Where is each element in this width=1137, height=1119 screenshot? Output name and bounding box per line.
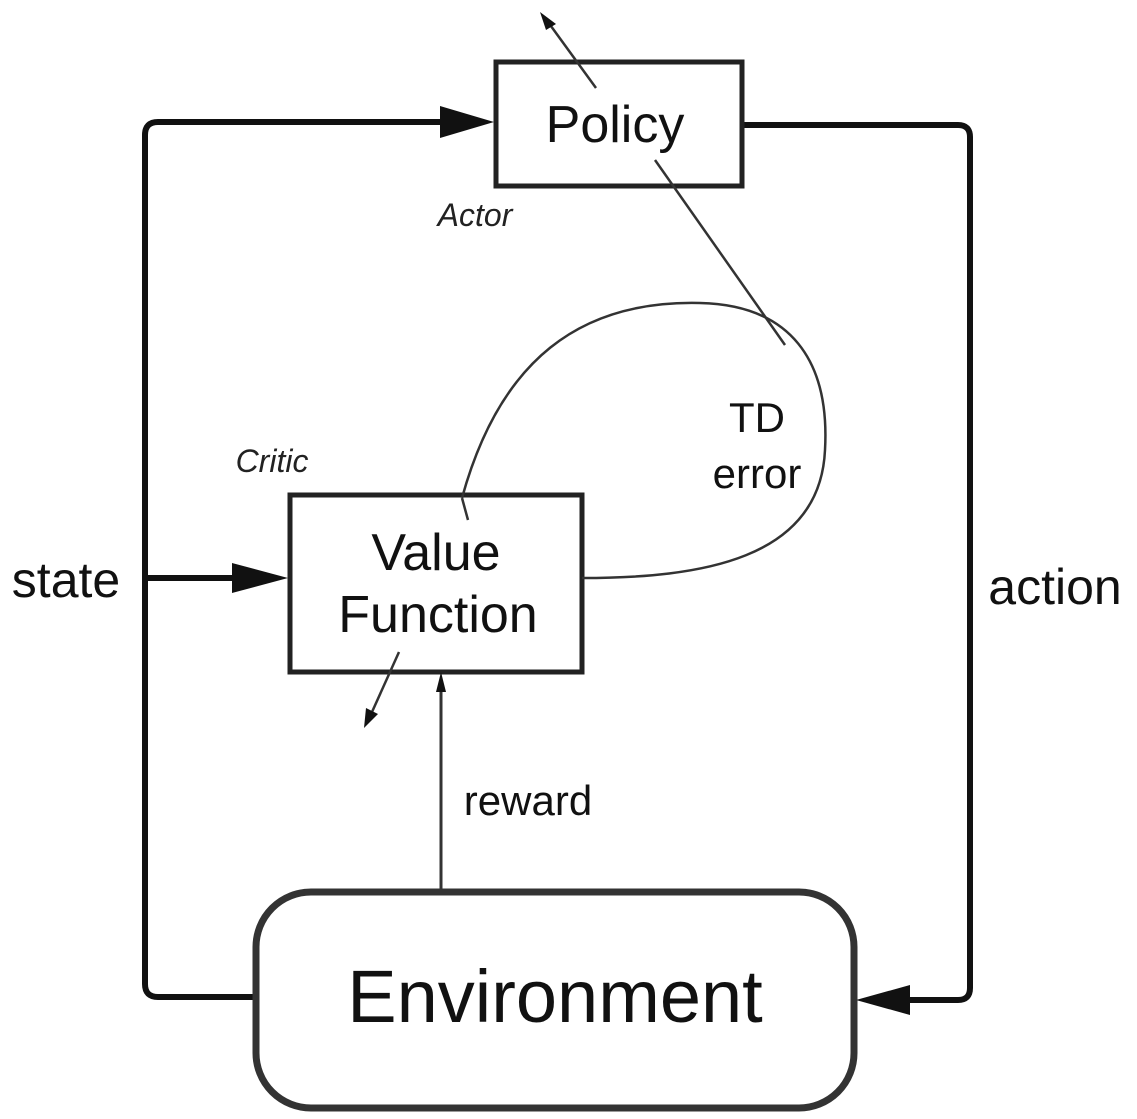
action-label: action — [988, 559, 1121, 615]
reward-label: reward — [464, 777, 592, 824]
td-label-line2: error — [713, 450, 802, 497]
value-function-box[interactable] — [287, 492, 585, 675]
state-label: state — [12, 552, 120, 608]
policy-update-arrowhead — [540, 12, 556, 30]
critic-update-arrowhead — [364, 708, 378, 728]
policy-box[interactable] — [493, 59, 745, 189]
action-line — [742, 122, 973, 1003]
td-error-loop — [460, 301, 827, 580]
value-function-label-line2: Function — [338, 586, 537, 644]
policy-update-line — [546, 21, 598, 89]
value-function-update-line — [460, 497, 470, 521]
environment-box[interactable] — [252, 888, 858, 1112]
policy-label: Policy — [546, 96, 685, 154]
reward-arrowhead — [436, 672, 446, 692]
td-error-to-policy-line — [653, 159, 787, 346]
environment-label: Environment — [347, 955, 763, 1038]
action-to-environment-arrowhead — [856, 985, 910, 1015]
td-label-line1: TD — [729, 394, 785, 441]
value-function-label-line1: Value — [371, 524, 500, 582]
actor-label: Actor — [436, 197, 514, 233]
critic-label: Critic — [236, 443, 309, 479]
state-to-policy-arrowhead — [440, 106, 494, 138]
state-to-critic-arrowhead — [232, 563, 288, 593]
state-feedback-line — [142, 119, 442, 1000]
critic-update-line — [370, 651, 401, 713]
